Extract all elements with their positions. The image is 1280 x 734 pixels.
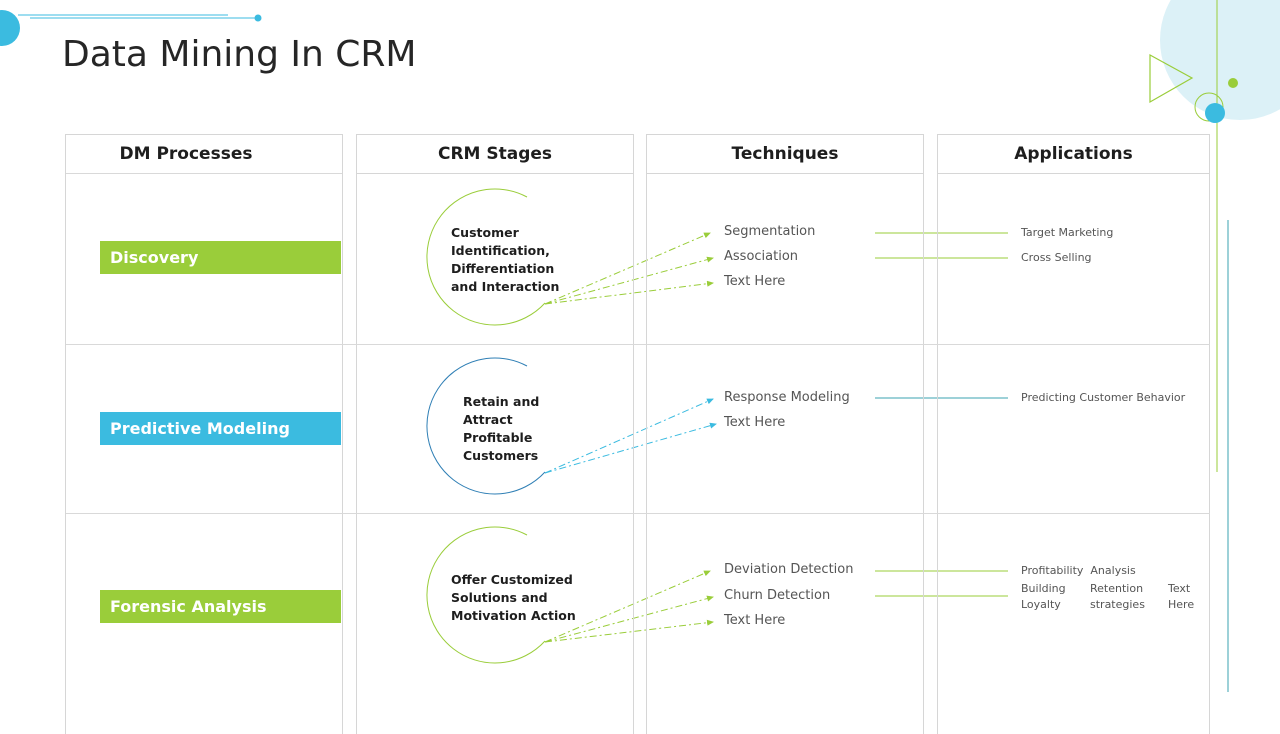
column-applications [937, 134, 1210, 734]
light-blue-blob-decoration [1160, 0, 1280, 120]
stage-line: Motivation Action [451, 608, 576, 623]
page-title: Data Mining In CRM [62, 34, 417, 75]
header-applications: Applications [938, 134, 1209, 174]
technique-text-here-1: Text Here [724, 274, 786, 289]
header-crm-stages: CRM Stages [357, 134, 633, 174]
technique-association: Association [724, 249, 799, 264]
triangle-decoration [1149, 53, 1194, 104]
process-forensic-analysis: Forensic Analysis [100, 590, 341, 623]
row-divider-1 [66, 344, 1210, 345]
process-discovery: Discovery [100, 241, 341, 274]
application-target-marketing: Target Marketing [1021, 226, 1114, 239]
top-dot-decoration [254, 14, 262, 22]
application-profitability-analysis: Profitability Analysis [1021, 564, 1136, 577]
stage-line: Identification, [451, 243, 550, 258]
stage-line: Attract [463, 412, 513, 427]
technique-text-here-2: Text Here [724, 415, 786, 430]
application-retention: Retention [1090, 582, 1144, 595]
header-dm-processes: DM Processes [66, 134, 306, 174]
stage-arc-1 [426, 188, 546, 326]
stage-line: Customer [451, 225, 519, 240]
arrow-3-3 [544, 619, 714, 643]
blue-dot-decoration [1205, 103, 1225, 123]
application-text: Text [1168, 582, 1191, 595]
technique-response-modeling: Response Modeling [724, 390, 850, 405]
stage-text-2: Retain and Attract Profitable Customers [463, 393, 539, 465]
application-strategies: strategies [1090, 598, 1145, 611]
corner-circle-decoration [0, 10, 20, 46]
technique-segmentation: Segmentation [724, 224, 816, 239]
green-dot-decoration [1228, 78, 1238, 88]
column-dm-processes [65, 134, 343, 734]
application-cross-selling: Cross Selling [1021, 251, 1092, 264]
header-techniques: Techniques [647, 134, 923, 174]
stage-text-3: Offer Customized Solutions and Motivatio… [451, 571, 576, 625]
stage-line: Offer Customized [451, 572, 573, 587]
technique-churn-detection: Churn Detection [724, 588, 831, 603]
process-predictive-modeling: Predictive Modeling [100, 412, 341, 445]
stage-line: and Interaction [451, 279, 560, 294]
technique-deviation-detection: Deviation Detection [724, 562, 854, 577]
stage-line: Customers [463, 448, 539, 463]
stage-arc-3 [426, 526, 546, 664]
application-loyalty: Loyalty [1021, 598, 1061, 611]
arrow-1-2 [544, 256, 714, 305]
arrow-1-3 [544, 280, 714, 305]
row-divider-2 [66, 513, 1210, 514]
stage-text-1: Customer Identification, Differentiation… [451, 224, 559, 296]
header-divider [66, 173, 342, 174]
stage-line: Differentiation [451, 261, 555, 276]
arrow-3-2 [544, 595, 714, 643]
technique-text-here-3: Text Here [724, 613, 786, 628]
stage-line: Profitable [463, 430, 533, 445]
column-crm-stages [356, 134, 634, 734]
column-techniques [646, 134, 924, 734]
application-here: Here [1168, 598, 1195, 611]
application-predicting-customer-behavior: Predicting Customer Behavior [1021, 391, 1186, 404]
application-building: Building [1021, 582, 1066, 595]
stage-line: Solutions and [451, 590, 548, 605]
stage-line: Retain and [463, 394, 540, 409]
stage-arc-2 [426, 357, 546, 495]
arrow-2-1 [544, 398, 714, 474]
